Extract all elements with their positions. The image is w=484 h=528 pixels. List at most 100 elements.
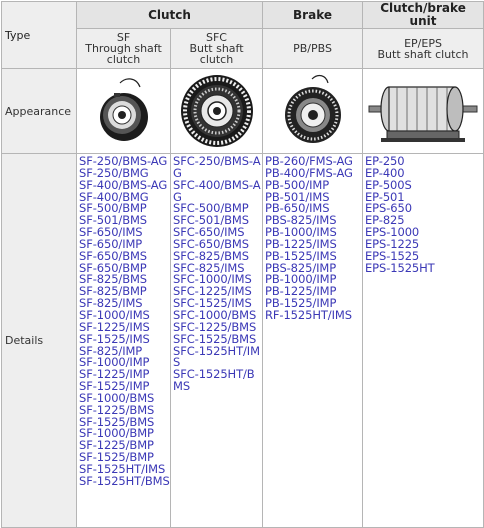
model-link[interactable]: SF-1000/IMS (79, 307, 150, 322)
model-link[interactable]: SFC-1525HT/BMS (173, 367, 255, 394)
model-link[interactable]: SF-650/BMS (79, 248, 148, 263)
model-link[interactable]: SF-825/BMP (79, 284, 147, 299)
ep-subheader: EP/EPS Butt shaft clutch (362, 28, 484, 69)
model-link[interactable]: EPS-650 (365, 201, 412, 216)
model-list-item: SF-1225/IMP (79, 367, 170, 382)
model-link[interactable]: SF-650/IMP (79, 236, 143, 251)
model-link[interactable]: SFC-1000/BMS (173, 307, 257, 322)
model-link[interactable]: PB-1000/IMP (265, 272, 337, 287)
model-link[interactable]: SF-1000/BMP (79, 426, 154, 441)
model-link[interactable]: PB-1225/IMS (265, 236, 337, 251)
model-link[interactable]: SFC-1525/BMS (173, 331, 257, 346)
model-link[interactable]: PBS-825/IMS (265, 213, 337, 228)
model-link[interactable]: SF-500/BMP (79, 201, 147, 216)
model-list-item: SF-825/BMS (79, 274, 170, 286)
model-link[interactable]: PBS-825/IMP (265, 260, 337, 275)
model-link[interactable]: EPS-1000 (365, 225, 420, 240)
model-list-item: SF-250/BMG (79, 165, 170, 180)
model-link[interactable]: SFC-1225/IMS (173, 284, 252, 299)
model-list-item: SF-1525/BMS (79, 414, 170, 429)
model-link[interactable]: SF-400/BMG (79, 189, 149, 204)
model-link[interactable]: PB-650/IMS (265, 201, 330, 216)
model-link[interactable]: SFC-500/BMP (173, 201, 249, 216)
model-link[interactable]: EPS-1525 (365, 248, 420, 263)
model-link[interactable]: SF-650/IMS (79, 225, 143, 240)
model-link[interactable]: SFC-501/BMS (173, 213, 249, 228)
model-link[interactable]: SF-1525/IMS (79, 331, 150, 346)
model-link[interactable]: SFC-1525HT/IMS (173, 343, 260, 370)
model-list-item: SF-1225/BMP (79, 438, 170, 453)
model-list-item: SF-250/BMS-AG (79, 154, 170, 168)
model-list-item: SFC-400/BMS-AG (173, 177, 262, 204)
model-link[interactable]: SF-400/BMS-AG (79, 177, 168, 192)
model-list-item: EP-825 (365, 213, 483, 228)
model-link[interactable]: SFC-1000/IMS (173, 272, 252, 287)
model-link[interactable]: SF-1000/IMP (79, 355, 150, 370)
sfc-code: SFC (206, 31, 227, 44)
model-list-item: SF-1525HT/IMS (79, 461, 170, 476)
model-list-item: SF-825/BMP (79, 284, 170, 299)
model-link[interactable]: EP-500S (365, 177, 412, 192)
model-link[interactable]: EP-400 (365, 165, 405, 180)
model-link[interactable]: SFC-400/BMS-AG (173, 177, 261, 204)
model-link[interactable]: SFC-650/BMS (173, 236, 249, 251)
model-link[interactable]: PB-1525/IMS (265, 248, 337, 263)
model-link[interactable]: SF-1525HT/BMS (79, 473, 170, 488)
model-link[interactable]: EP-250 (365, 154, 405, 168)
model-list-item: SF-1525/IMS (79, 331, 170, 346)
model-list-item: SFC-1525HT/IMS (173, 343, 262, 370)
model-link[interactable]: SFC-825/IMS (173, 260, 245, 275)
model-link[interactable]: EP-501 (365, 189, 405, 204)
model-link[interactable]: SF-250/BMG (79, 165, 149, 180)
model-link[interactable]: SF-250/BMS-AG (79, 154, 168, 168)
model-list-item: SF-501/BMS (79, 213, 170, 228)
model-link[interactable]: PB-1525/IMP (265, 296, 337, 311)
model-list-item: SF-650/BMP (79, 260, 170, 275)
model-list-item: SFC-1000/BMS (173, 307, 262, 322)
model-link[interactable]: SFC-825/BMS (173, 248, 249, 263)
model-list-item: PB-1000/IMP (265, 274, 362, 286)
model-link[interactable]: SF-1225/IMP (79, 367, 150, 382)
model-link[interactable]: SF-1525/IMP (79, 379, 150, 394)
model-link[interactable]: PB-400/FMS-AG (265, 165, 353, 180)
model-link[interactable]: EP-825 (365, 213, 405, 228)
model-link[interactable]: EPS-1225 (365, 236, 420, 251)
model-link[interactable]: PB-1225/IMP (265, 284, 337, 299)
model-link[interactable]: RF-1525HT/IMS (265, 307, 352, 322)
model-link[interactable]: SFC-1525/IMS (173, 296, 252, 311)
model-link[interactable]: PB-260/FMS-AG (265, 154, 353, 168)
model-link[interactable]: SF-650/BMP (79, 260, 147, 275)
model-list-item: SF-825/IMP (79, 343, 170, 358)
model-link[interactable]: SF-825/IMS (79, 296, 143, 311)
model-link[interactable]: PB-1000/IMS (265, 225, 337, 240)
model-link[interactable]: SF-1525/BMP (79, 450, 154, 465)
model-link[interactable]: SF-1525/BMS (79, 414, 155, 429)
appearance-label: Appearance (5, 104, 72, 118)
model-list-item: RF-1525HT/IMS (265, 307, 362, 322)
model-list-item: PB-1525/IMS (265, 248, 362, 263)
model-link[interactable]: SF-1225/BMS (79, 402, 155, 417)
model-link[interactable]: SFC-650/IMS (173, 225, 245, 240)
model-link[interactable]: SF-1225/BMP (79, 438, 154, 453)
model-link[interactable]: SFC-250/BMS-AG (173, 154, 261, 180)
ep-image-cell (362, 68, 484, 154)
model-list-item: SFC-1525/BMS (173, 331, 262, 346)
pb-subheader: PB/PBS (262, 28, 364, 69)
model-link[interactable]: SF-825/BMS (79, 272, 148, 287)
model-link[interactable]: SF-1000/BMS (79, 390, 155, 405)
model-link[interactable]: SF-1525HT/IMS (79, 461, 166, 476)
model-link[interactable]: SFC-1225/BMS (173, 319, 257, 334)
model-list-item: PBS-825/IMS (265, 213, 362, 228)
model-link[interactable]: EPS-1525HT (365, 260, 435, 275)
model-list-item: EPS-1000 (365, 225, 483, 240)
model-link[interactable]: SF-1225/IMS (79, 319, 150, 334)
model-list-item: SFC-1525HT/BMS (173, 367, 262, 394)
model-link[interactable]: PB-501/IMS (265, 189, 330, 204)
model-link[interactable]: PB-500/IMP (265, 177, 330, 192)
model-link[interactable]: SF-501/BMS (79, 213, 148, 228)
butt-shaft-clutch-photo (180, 75, 253, 147)
model-link[interactable]: SF-825/IMP (79, 343, 143, 358)
sfc-desc: Butt shaft clutch (189, 42, 244, 66)
model-list-item: EP-501 (365, 189, 483, 204)
